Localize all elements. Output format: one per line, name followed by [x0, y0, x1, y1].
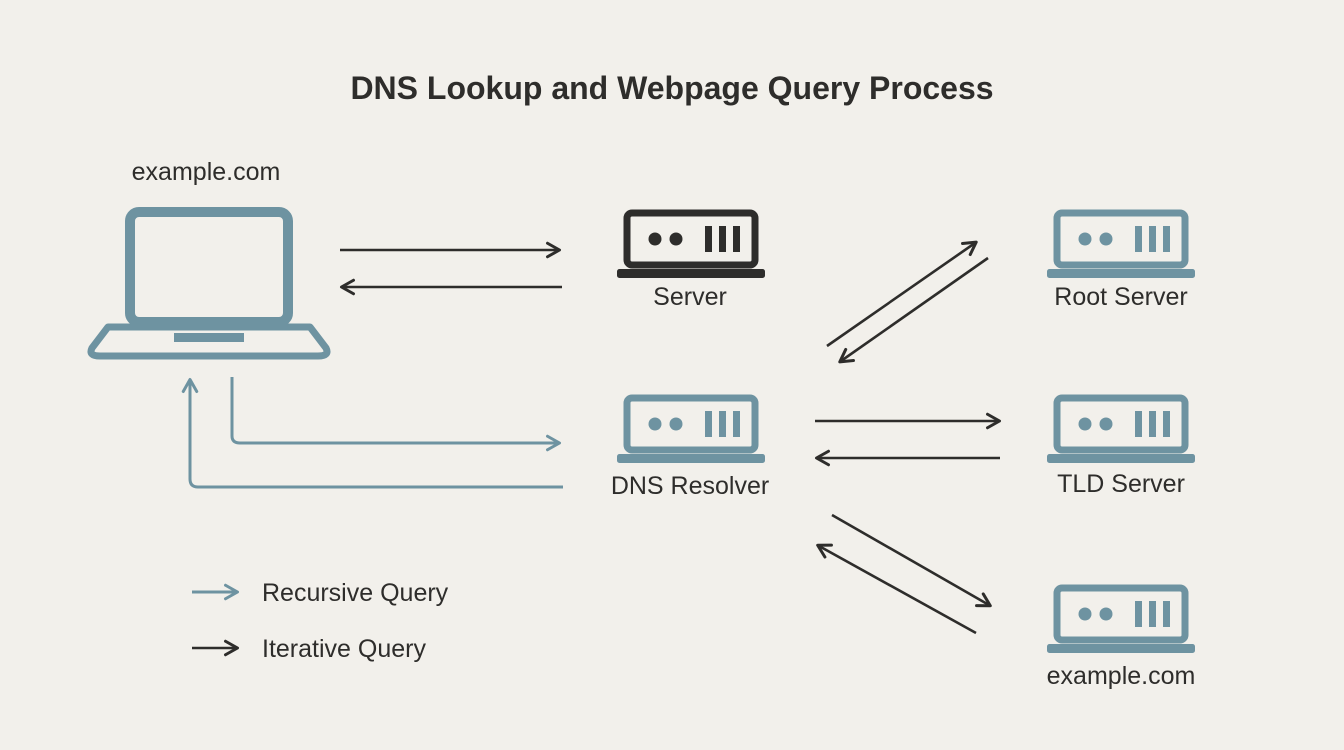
server-label: Server	[653, 283, 727, 311]
node-client: example.com	[91, 158, 327, 356]
page-title: DNS Lookup and Webpage Query Process	[350, 70, 993, 106]
authoritative-server-label: example.com	[1047, 662, 1196, 690]
arrow-client-to-resolver-recursive	[230, 377, 561, 452]
client-label: example.com	[132, 158, 281, 186]
node-root-server: Root Server	[1047, 213, 1195, 311]
node-server: Server	[617, 213, 765, 311]
legend-item-iterative: Iterative Query	[192, 635, 426, 663]
legend: Recursive Query Iterative Query	[192, 579, 449, 663]
node-authoritative-server: example.com	[1047, 588, 1196, 690]
arrow-resolver-to-root	[826, 240, 978, 348]
root-server-icon	[1047, 213, 1195, 278]
arrow-root-to-resolver	[838, 256, 989, 364]
tld-server-label: TLD Server	[1057, 470, 1185, 498]
iterative-query-label: Iterative Query	[262, 635, 426, 663]
server-icon	[617, 213, 765, 278]
node-tld-server: TLD Server	[1047, 398, 1195, 498]
root-server-label: Root Server	[1054, 283, 1187, 311]
arrow-resolver-to-client-recursive	[181, 378, 563, 489]
dns-resolver-icon	[617, 398, 765, 463]
authoritative-server-icon	[1047, 588, 1195, 653]
arrow-authoritative-to-resolver	[816, 543, 977, 635]
arrow-resolver-to-authoritative	[831, 513, 992, 608]
legend-item-recursive: Recursive Query	[192, 579, 449, 607]
dns-resolver-label: DNS Resolver	[611, 472, 769, 500]
node-dns-resolver: DNS Resolver	[611, 398, 769, 500]
recursive-query-label: Recursive Query	[262, 579, 449, 607]
laptop-icon	[91, 212, 327, 356]
tld-server-icon	[1047, 398, 1195, 463]
